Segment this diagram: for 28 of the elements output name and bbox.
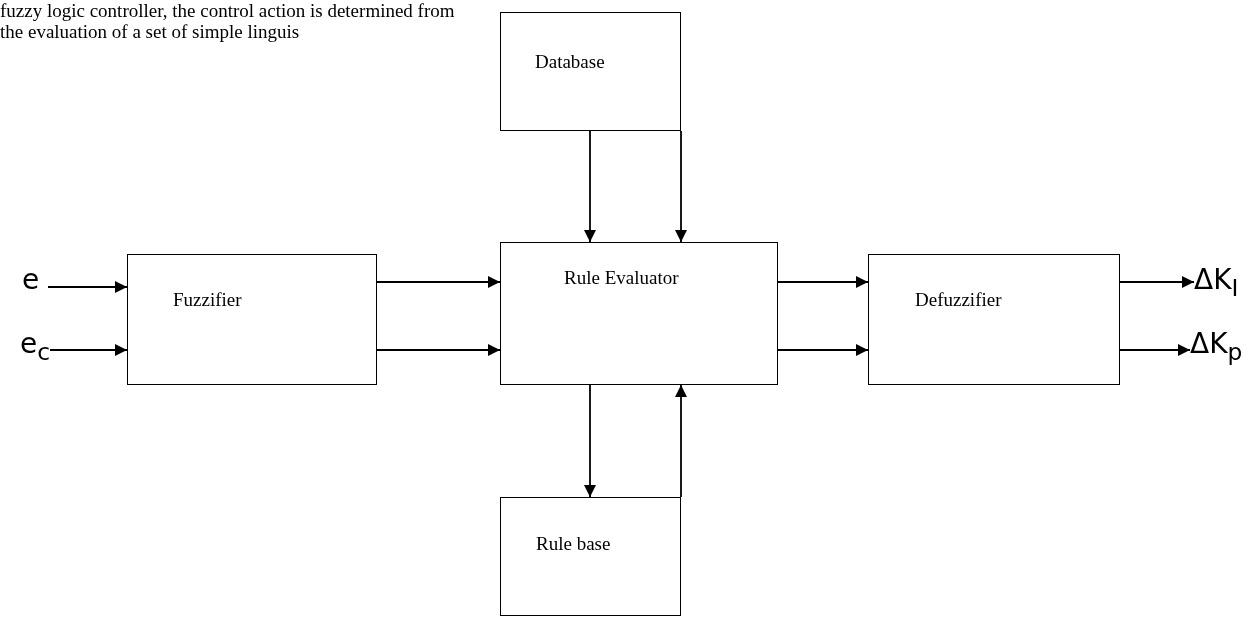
- arrow: [675, 130, 687, 243]
- arrow: [584, 384, 596, 498]
- arrow: [675, 384, 687, 498]
- body-text: the evaluation of a set of simple linguis: [0, 22, 300, 43]
- process-box: [868, 254, 1120, 385]
- arrow: [584, 130, 596, 243]
- process-box: [500, 242, 778, 385]
- arrow: [777, 276, 869, 288]
- signal-label: e: [22, 266, 40, 294]
- body-text: fuzzy logic controller, the control action is determined from: [0, 1, 455, 22]
- arrow: [376, 344, 501, 356]
- box-label: Fuzzifier: [173, 289, 242, 311]
- box-label: Database: [535, 51, 605, 73]
- signal-label: ΔK$_{I}$: [1194, 266, 1239, 300]
- signal-label: ΔK$_{p}$: [1190, 330, 1243, 364]
- arrow: [1119, 344, 1191, 356]
- box-label: Rule Evaluator: [564, 267, 679, 289]
- box-label: Rule base: [536, 533, 611, 555]
- arrow: [49, 344, 128, 356]
- arrow: [47, 281, 128, 293]
- arrow: [376, 276, 501, 288]
- process-box: [500, 497, 681, 616]
- arrow: [1119, 276, 1195, 288]
- box-label: Defuzzifier: [915, 289, 1002, 311]
- process-box: [127, 254, 377, 385]
- process-box: [500, 12, 681, 131]
- arrow: [777, 344, 869, 356]
- signal-label: e$_{c}$: [20, 330, 51, 364]
